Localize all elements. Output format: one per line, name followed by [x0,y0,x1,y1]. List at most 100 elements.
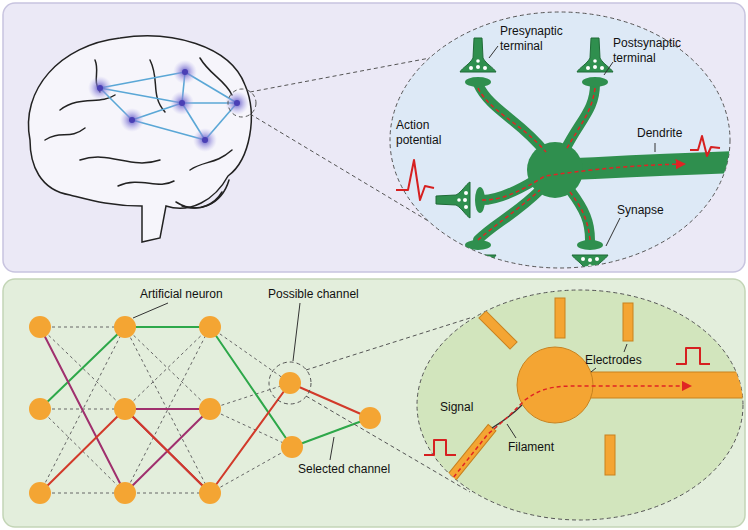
brain-hub [193,128,217,152]
device-drawing [479,311,517,349]
artificial-neuron-dot [114,482,136,504]
brain-hub [97,85,103,91]
signal-pulse [424,348,710,455]
brain-hub [129,117,135,123]
signal-pulse [676,348,710,364]
neuron-drawing [460,255,496,289]
leader-line [133,303,334,460]
leader-line [330,437,334,460]
artificial-neuron-dot [199,398,221,420]
device-drawing [555,298,565,338]
device-drawing [580,372,748,398]
brain-outline [28,36,251,242]
part-label: Postsynaptic terminal [613,36,703,66]
part-label: Possible channel [268,287,359,302]
neuron-drawing [478,84,545,152]
neuron-drawing [478,88,684,240]
leader-line [489,46,498,58]
selected-channel-line [40,327,370,447]
artificial-neuron-dot [29,482,51,504]
leader-line [624,344,627,352]
top-panel [3,3,745,272]
possible-channel-line [125,327,210,409]
part-label: Artificial neuron [140,287,223,302]
brain-outline [28,36,251,242]
neuron-drawing [570,192,590,240]
artificial-neuron-dot [114,316,136,338]
neuron-drawing [577,38,613,72]
part-label: Filament [508,440,554,455]
device-drawing [445,386,690,488]
device-drawing [434,298,748,498]
artificial-neuron-dot [359,407,381,429]
neuron-drawing [527,142,583,198]
artificial-neuron-dot [29,398,51,420]
leader-line [293,303,300,361]
leader-line [133,303,168,318]
device-drawing [605,435,615,475]
part-label: Dendrite [637,126,682,141]
part-label: Signal [440,400,473,415]
leader-line [606,218,620,246]
signal-pulse [424,440,456,455]
possible-channel-line [210,447,292,493]
bottom-panel [3,279,745,527]
possible-channel-line [210,327,290,383]
artificial-neuron-dot [199,482,221,504]
leader-line [591,368,596,372]
device-drawing [623,303,633,341]
part-label: Presynaptic terminal [500,24,572,54]
brain-network [100,72,185,88]
brain-network [100,72,237,140]
artificial-neuron-dot [279,372,301,394]
brain-outline [176,180,229,208]
neuron-drawing [436,182,470,218]
zoom-guide [250,58,430,92]
leader-line [604,62,613,75]
part-label: Synapse [617,203,664,218]
neuron-drawing [572,255,608,289]
brain-hub [225,91,249,115]
selected-channel-line [40,383,370,493]
part-label: Electrodes [585,353,642,368]
neuron-drawing [482,164,684,200]
neuron-drawing [465,77,608,250]
neuron-drawing [478,190,540,240]
brain-hub [88,76,112,100]
possible-channel-line [125,327,210,409]
action-potential-spike [396,136,720,200]
part-label: Action potential [396,118,458,148]
brain-hub [234,100,240,106]
part-label: Selected channel [298,462,390,477]
neuron-drawing [465,77,491,87]
brain-outline [150,60,165,112]
device-drawing [434,298,633,498]
leader-line [655,143,656,152]
brain-hub [120,108,144,132]
action-potential-spike [690,136,720,156]
possible-channel-line [40,493,125,494]
possible-channel-line [40,327,125,328]
brain-outline [45,128,85,140]
brain-hub [170,91,194,115]
neuron-drawing [465,240,491,250]
brain-outline [200,58,232,95]
neuron-drawing [565,84,595,150]
brain-hub [182,69,188,75]
neuron-drawing [478,88,546,152]
device-drawing [517,347,593,423]
neuron-drawing [577,240,603,250]
possible-channel-line [125,493,210,494]
artificial-neuron-dot [29,316,51,338]
neuron-drawing [436,38,740,289]
neuron-drawing [478,190,540,240]
brain-outline [80,157,160,163]
neuron-drawing [582,77,608,87]
neuron-drawing [460,38,496,72]
brain-network [100,88,182,103]
brain-outline [190,150,232,170]
action-potential-spike [396,160,434,200]
zoom-guide [269,362,311,404]
zoom-guide [228,89,256,117]
